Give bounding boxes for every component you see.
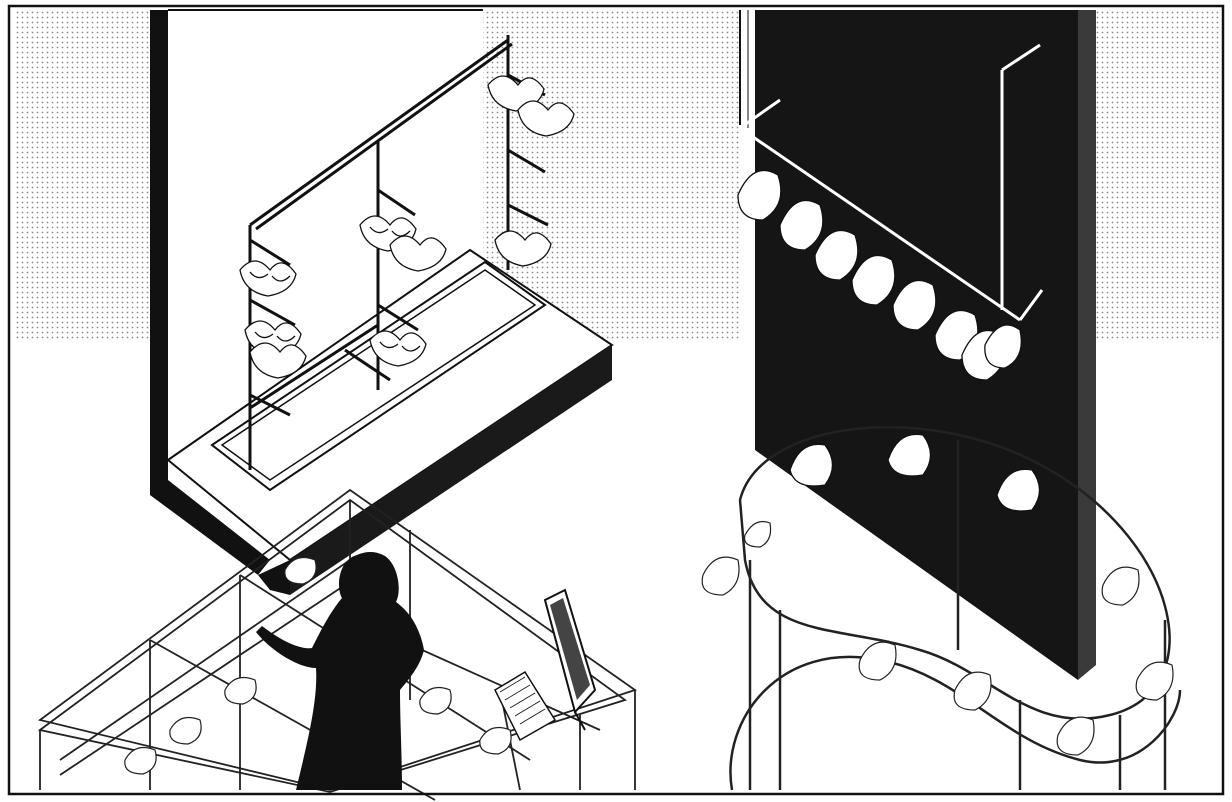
bra-icon xyxy=(239,260,297,297)
dotted-wall-left xyxy=(14,10,159,340)
raised-platform xyxy=(166,248,614,595)
bra-icon xyxy=(249,342,307,379)
white-alcove xyxy=(150,9,483,575)
floating-display-bras xyxy=(789,433,1041,512)
black-display-panel xyxy=(739,10,1096,680)
bra-icon xyxy=(487,75,575,267)
counter-bras xyxy=(124,557,512,775)
shopper-silhouette xyxy=(256,552,424,790)
bra-icon xyxy=(369,330,427,367)
wall-rail-bras xyxy=(737,169,1022,381)
dotted-wall-center xyxy=(483,10,741,340)
wall-hanging-rail xyxy=(739,43,1044,322)
dotted-wall-right xyxy=(1096,10,1220,340)
computer-monitor xyxy=(543,588,597,731)
outer-frame xyxy=(7,4,1225,796)
rack-bras xyxy=(239,75,575,379)
curved-rail-bras xyxy=(701,520,1174,756)
keyboard xyxy=(494,670,557,742)
bra-icon xyxy=(389,235,447,272)
